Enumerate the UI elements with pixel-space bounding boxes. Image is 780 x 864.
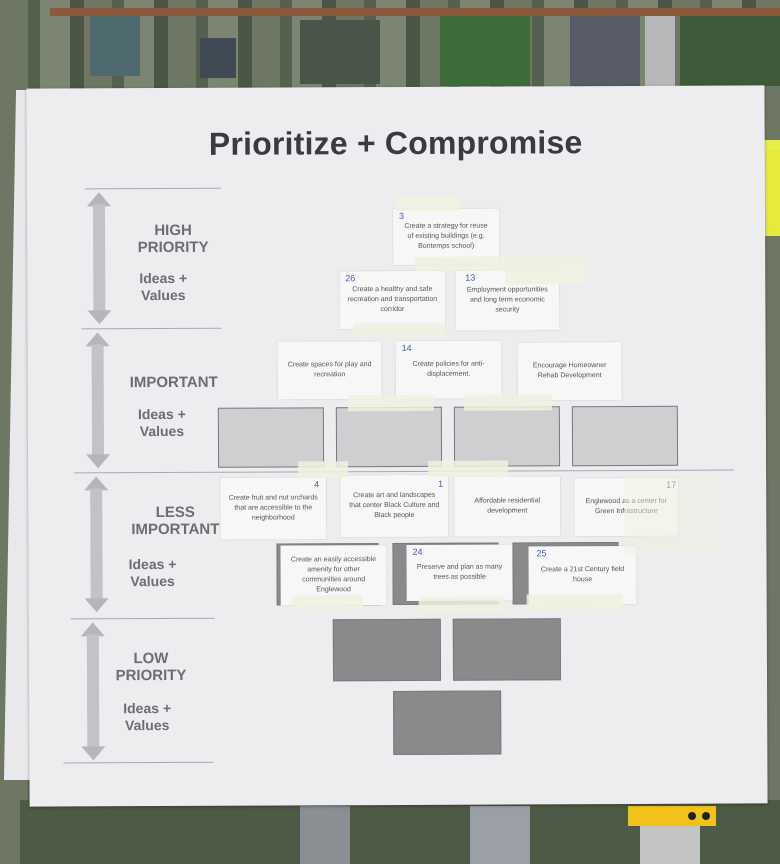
tape-strip	[347, 394, 434, 412]
card-text: Employment opportunities and long term e…	[466, 286, 548, 314]
card-text: Create an easily accessible amenity for …	[290, 556, 377, 594]
slot-box	[335, 406, 443, 468]
poster-title: Prioritize + Compromise	[208, 124, 583, 162]
card-text: Create art and landscapes that center Bl…	[349, 491, 440, 520]
slot-box	[453, 406, 561, 467]
slot-box	[571, 405, 679, 467]
priority-poster: Prioritize + Compromise HIGH PRIORITY Id…	[26, 85, 768, 807]
rule-top	[84, 187, 221, 190]
rule-less-low	[70, 617, 215, 620]
idea-card: Create fruit and nut orchards that are a…	[220, 477, 327, 540]
idea-card: Affordable residential development	[454, 476, 561, 537]
card-text: Create a 21st Century field house	[540, 566, 625, 584]
yellow-tag	[628, 806, 716, 826]
rule-bottom	[63, 761, 214, 764]
rule-high-important	[81, 327, 222, 330]
slot-box	[332, 618, 442, 682]
tape-strip	[624, 475, 719, 557]
level-important-ideas: Ideas + Values	[137, 405, 186, 440]
tape-strip	[298, 461, 349, 478]
card-number: 4	[314, 479, 320, 490]
card-number: 24	[412, 546, 423, 557]
card-text: Create policies for anti-displacement.	[412, 360, 485, 378]
card-text: Create spaces for play and recreation	[287, 361, 372, 379]
wall-trim	[50, 8, 780, 16]
slot-box	[393, 690, 502, 756]
card-text: Preserve and plan as many trees as possi…	[416, 563, 503, 581]
tape-strip	[394, 194, 459, 212]
level-high-ideas: Ideas + Values	[139, 269, 188, 304]
rule-important-less	[74, 469, 735, 474]
card-number: 14	[401, 342, 412, 353]
tape-strip	[428, 460, 509, 477]
tape-strip	[463, 394, 552, 411]
card-number: 26	[345, 273, 356, 284]
level-low-priority-ideas: Ideas + Values	[123, 699, 172, 734]
level-low-priority: LOW PRIORITY	[115, 649, 187, 685]
tape-strip	[418, 596, 505, 613]
arrow-down-icon	[84, 598, 109, 613]
card-number: 13	[465, 272, 476, 283]
idea-card: Encourage Homeowner Rehab Development	[517, 342, 622, 401]
tape-strip	[353, 322, 446, 338]
card-text: Create fruit and nut orchards that are a…	[228, 494, 318, 522]
card-number: 25	[536, 548, 547, 559]
card-text: Create a strategy for reuse of existing …	[404, 222, 488, 250]
card-number: 3	[398, 210, 405, 221]
card-text: Affordable residential development	[474, 497, 541, 515]
card-number: 1	[438, 478, 444, 489]
slot-box	[452, 618, 562, 681]
arrow-down-icon	[86, 454, 111, 469]
level-high-priority: HIGH PRIORITY	[137, 221, 209, 257]
card-text: Encourage Homeowner Rehab Development	[532, 362, 607, 380]
level-important: IMPORTANT	[129, 373, 218, 392]
tape-strip	[292, 595, 363, 610]
idea-card: Create art and landscapes that center Bl…	[340, 474, 449, 538]
tape-strip	[526, 594, 623, 611]
level-less-important-ideas: Ideas + Values	[128, 555, 177, 590]
tape-strip	[415, 256, 512, 271]
tape-strip	[505, 256, 586, 285]
sticky-note	[762, 150, 780, 236]
slot-box	[217, 407, 325, 468]
arrow-down-icon	[81, 746, 106, 761]
arrow-down-icon	[87, 310, 112, 325]
card-text: Create a healthy and safe recreation and…	[347, 285, 438, 314]
idea-card: Create spaces for play and recreation	[277, 341, 382, 400]
